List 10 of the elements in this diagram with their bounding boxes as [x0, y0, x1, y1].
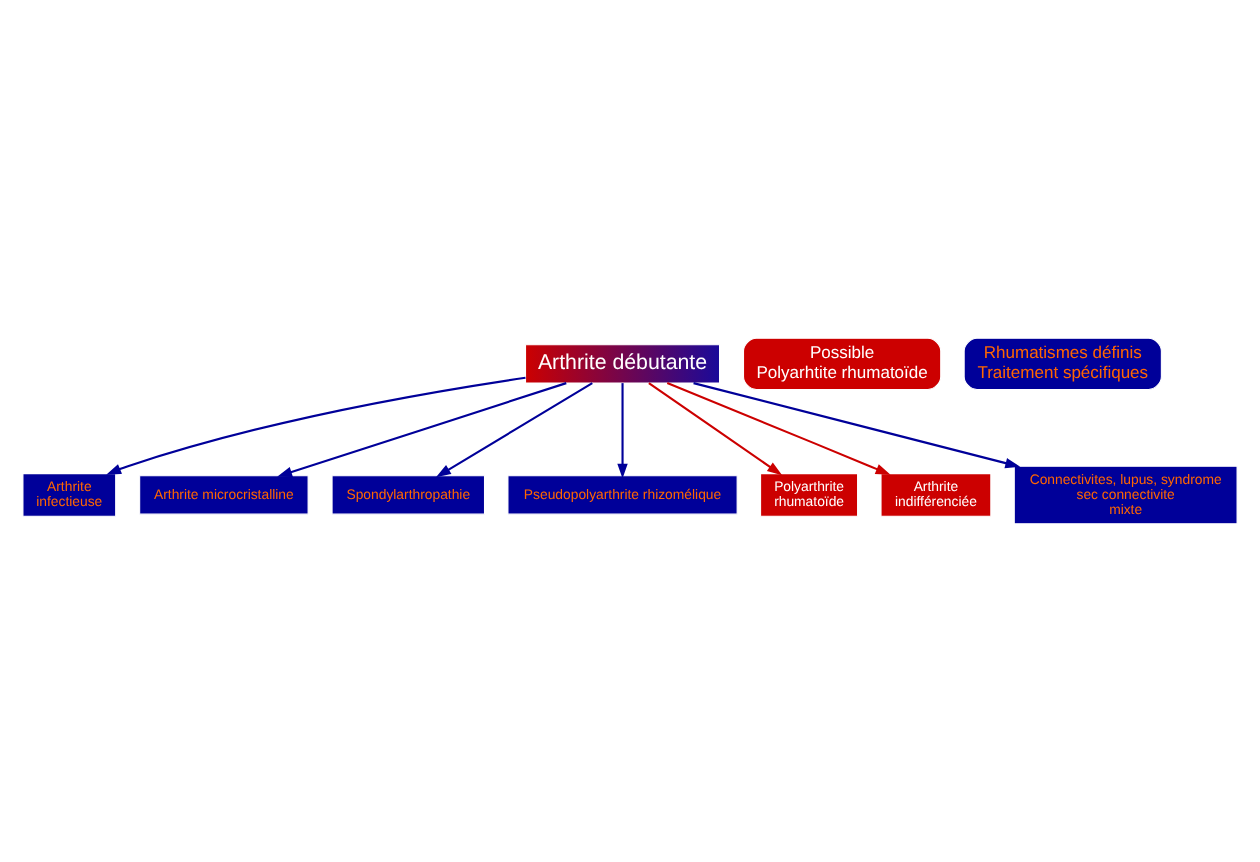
arrow	[277, 382, 567, 478]
arrow	[666, 382, 891, 475]
arrow	[648, 382, 783, 476]
arrow	[106, 376, 526, 475]
node-box: Rhumatismes définis Traitement spécifiques	[963, 337, 1162, 390]
arrow	[693, 382, 1021, 469]
node-box: Arthrite débutante	[525, 344, 721, 384]
node-box: Possible Polyarhtite rhumatoïde	[743, 337, 942, 390]
arrow	[617, 383, 628, 479]
arrow	[435, 382, 593, 478]
